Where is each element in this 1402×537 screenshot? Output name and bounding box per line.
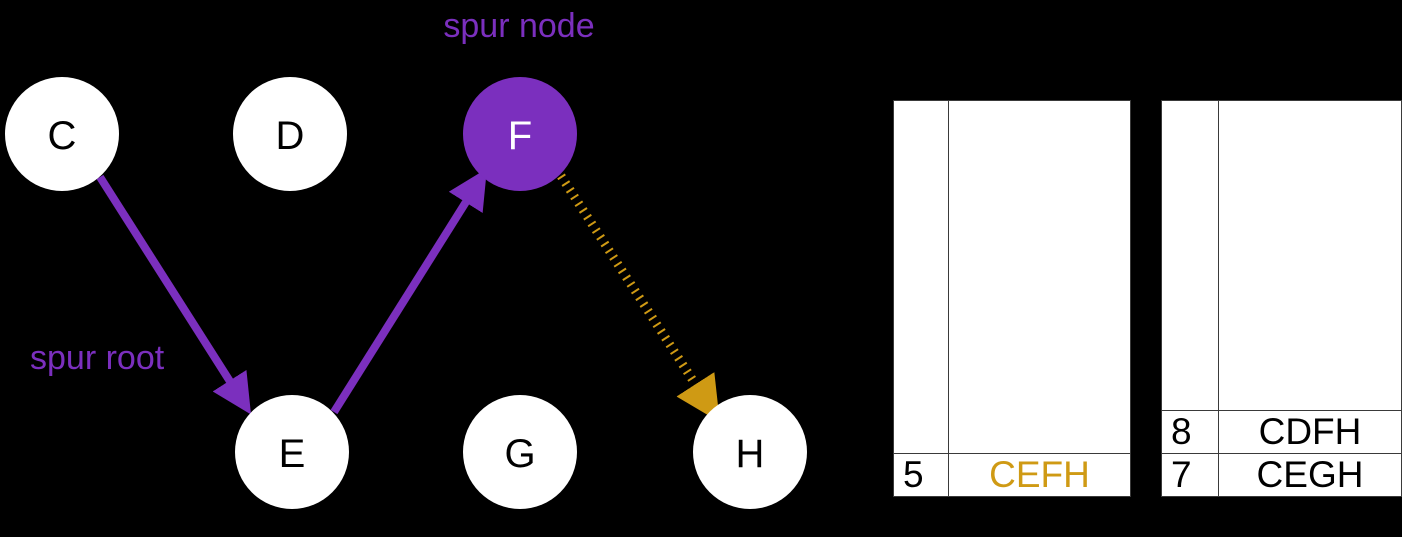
- table-row[interactable]: 5 CEFH: [894, 453, 1130, 496]
- table-a-empty-area: [894, 101, 1130, 453]
- table-a-empty-cost-col: [894, 101, 949, 453]
- edge-e-to-f: [330, 168, 487, 415]
- spur-root-annotation: spur root: [30, 339, 165, 377]
- table-b-row-0-cost: 8: [1162, 411, 1219, 453]
- node-g-circle[interactable]: [463, 395, 577, 509]
- node-f-circle[interactable]: [463, 77, 577, 191]
- node-f-label: F: [508, 114, 532, 158]
- table-b-empty-path-col: [1219, 101, 1401, 410]
- node-h-circle[interactable]: [693, 395, 807, 509]
- table-b-empty-cost-col: [1162, 101, 1219, 410]
- node-c-circle[interactable]: [5, 77, 119, 191]
- table-b-row-0-path: CDFH: [1258, 411, 1362, 452]
- paths-table-b: 8 CDFH 7 CEGH: [1161, 100, 1402, 497]
- node-d-circle[interactable]: [233, 77, 347, 191]
- table-a-empty-path-col: [949, 101, 1130, 453]
- node-e-circle[interactable]: [235, 395, 349, 509]
- node-h-label: H: [736, 432, 765, 476]
- node-c-label: C: [48, 114, 77, 158]
- node-g[interactable]: G: [463, 395, 577, 509]
- table-a-row-0-cost: 5: [894, 454, 949, 496]
- spur-node-annotation: spur node: [443, 7, 594, 45]
- table-b-row-1-cost: 7: [1162, 454, 1219, 496]
- edge-f-to-h-line: [557, 173, 720, 423]
- edge-e-to-f-line: [330, 168, 487, 415]
- table-row[interactable]: 8 CDFH: [1162, 410, 1401, 453]
- node-e-label: E: [279, 432, 306, 476]
- node-h[interactable]: H: [693, 395, 807, 509]
- edge-c-to-e: [96, 174, 252, 415]
- paths-table-a: 5 CEFH: [893, 100, 1131, 497]
- node-f-spur[interactable]: F: [463, 77, 577, 191]
- edge-c-to-e-line: [96, 174, 252, 415]
- table-a-row-0-path: CEFH: [989, 454, 1090, 495]
- edge-f-to-h: [557, 173, 720, 423]
- node-g-label: G: [504, 432, 535, 476]
- node-d-label: D: [276, 114, 305, 158]
- node-e[interactable]: E: [235, 395, 349, 509]
- node-c[interactable]: C: [5, 77, 119, 191]
- table-row[interactable]: 7 CEGH: [1162, 453, 1401, 496]
- node-d[interactable]: D: [233, 77, 347, 191]
- table-b-empty-area: [1162, 101, 1401, 410]
- table-b-row-1-path: CEGH: [1256, 454, 1364, 495]
